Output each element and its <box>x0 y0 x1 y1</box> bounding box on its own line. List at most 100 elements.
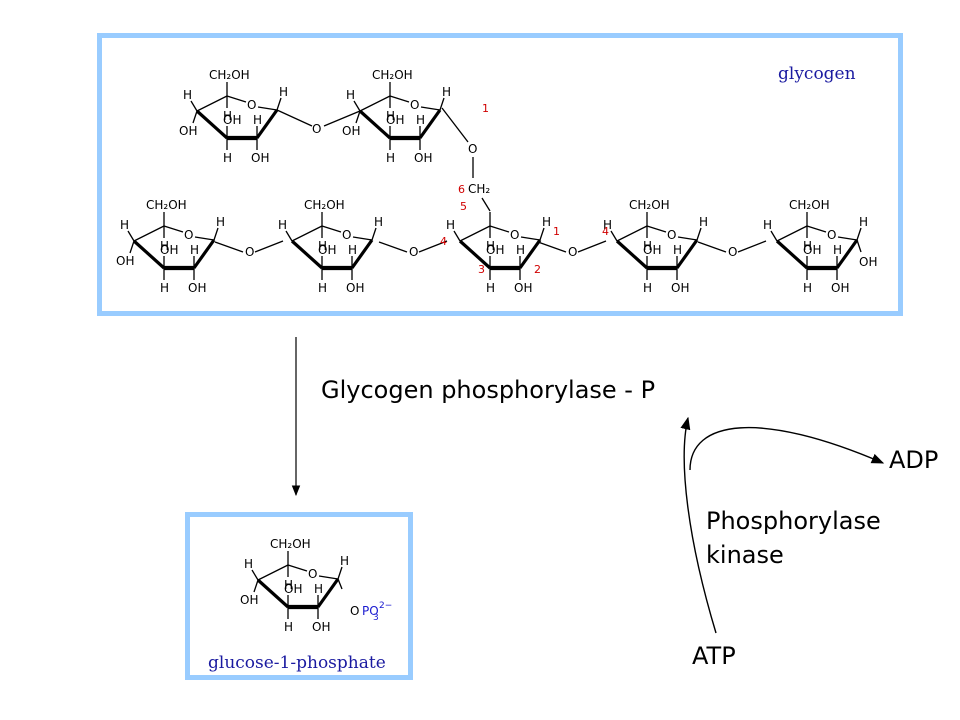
kinase-arrow-to-enzyme <box>680 416 717 634</box>
bond <box>195 109 229 140</box>
bond <box>133 225 165 242</box>
bond <box>616 225 648 242</box>
bond <box>539 227 545 241</box>
bond <box>453 230 461 242</box>
kinase-label-line1: Phosphorylase <box>706 507 881 535</box>
ring-oxygen: O <box>510 228 519 242</box>
hydrogen: H <box>643 281 652 295</box>
hydrogen: H <box>699 215 708 229</box>
bond <box>775 239 809 270</box>
bond <box>251 569 259 581</box>
hydroxyl: OH <box>859 255 877 269</box>
bond <box>163 225 184 233</box>
hydroxyl: OH <box>284 582 302 596</box>
hydrogen: H <box>190 243 199 257</box>
kinase-arrow-to-adp <box>689 426 885 471</box>
hydrogen: H <box>318 281 327 295</box>
hydrogen: H <box>859 215 868 229</box>
hydroxyl: OH <box>643 243 661 257</box>
glycogen-molecule: OCH₂OHHHOHOHHHOHHOCH₂OHHHOHOHHHOHHOOCH₂O… <box>116 68 877 295</box>
glycosidic-oxygen: O <box>568 245 577 259</box>
bond <box>697 241 727 253</box>
hydrogen: H <box>833 243 842 257</box>
hydrogen: H <box>318 239 327 253</box>
bond <box>353 100 361 112</box>
hydrogen: H <box>486 281 495 295</box>
hydrogen: H <box>386 151 395 165</box>
bond <box>127 230 135 242</box>
bond <box>389 95 410 103</box>
hydrogen: H <box>284 620 293 634</box>
glycosidic-oxygen: O <box>728 245 737 259</box>
bond <box>675 239 699 269</box>
hydrogen: H <box>278 218 287 232</box>
hydrogen: H <box>803 281 812 295</box>
bond <box>213 227 219 241</box>
branch-oxygen: O <box>468 142 477 156</box>
bond <box>196 95 228 112</box>
bond <box>323 110 361 127</box>
carbon-number: 1 <box>482 102 489 115</box>
hydroxyl: OH <box>188 281 206 295</box>
bond <box>776 225 808 242</box>
hydroxyl: OH <box>486 243 504 257</box>
enzyme-label: Glycogen phosphorylase - P <box>321 376 656 404</box>
bond <box>856 227 862 241</box>
bond <box>129 240 135 254</box>
bond <box>132 239 166 270</box>
bond <box>577 240 607 253</box>
hydrogen: H <box>486 239 495 253</box>
hydrogen: H <box>223 151 232 165</box>
kinase-label: Phosphorylase kinase <box>706 504 881 572</box>
bond <box>192 239 216 269</box>
hydrogen: H <box>346 88 355 102</box>
hydroxyl: OH <box>671 281 689 295</box>
bond <box>337 578 343 590</box>
bond <box>677 236 698 241</box>
hydrogen: H <box>416 113 425 127</box>
bond <box>610 230 618 242</box>
hydrogen: H <box>603 218 612 232</box>
bond <box>226 95 247 103</box>
hydroxyl: OH <box>312 620 330 634</box>
bond <box>285 230 293 242</box>
bond <box>352 236 373 241</box>
hydrogen: H <box>279 85 288 99</box>
hydrogen: H <box>340 554 349 568</box>
bond <box>256 578 290 609</box>
ch2oh-group: CH₂OH <box>146 198 187 212</box>
ring-oxygen: O <box>410 98 419 112</box>
kinase-label-line2: kinase <box>706 541 784 569</box>
bond <box>806 225 827 233</box>
bond <box>291 225 323 242</box>
ch2oh-group: CH₂OH <box>304 198 345 212</box>
hydrogen: H <box>253 113 262 127</box>
bond <box>254 240 284 253</box>
bond <box>194 236 215 241</box>
carbon-number: 3 <box>478 263 485 276</box>
bond <box>257 106 278 111</box>
phosphate-subscript: 3 <box>373 613 379 623</box>
hydroxyl: OH <box>116 254 134 268</box>
bond <box>837 236 858 241</box>
bond <box>276 97 282 111</box>
hydrogen: H <box>446 218 455 232</box>
ring-oxygen: O <box>342 228 351 242</box>
bond <box>192 110 198 124</box>
hydrogen: H <box>284 578 293 592</box>
ring-oxygen: O <box>184 228 193 242</box>
hydroxyl: OH <box>514 281 532 295</box>
hydroxyl: OH <box>831 281 849 295</box>
ch2oh-group: CH₂OH <box>209 68 250 82</box>
hydroxyl: OH <box>240 593 258 607</box>
bond <box>459 225 491 242</box>
hydrogen: H <box>160 281 169 295</box>
